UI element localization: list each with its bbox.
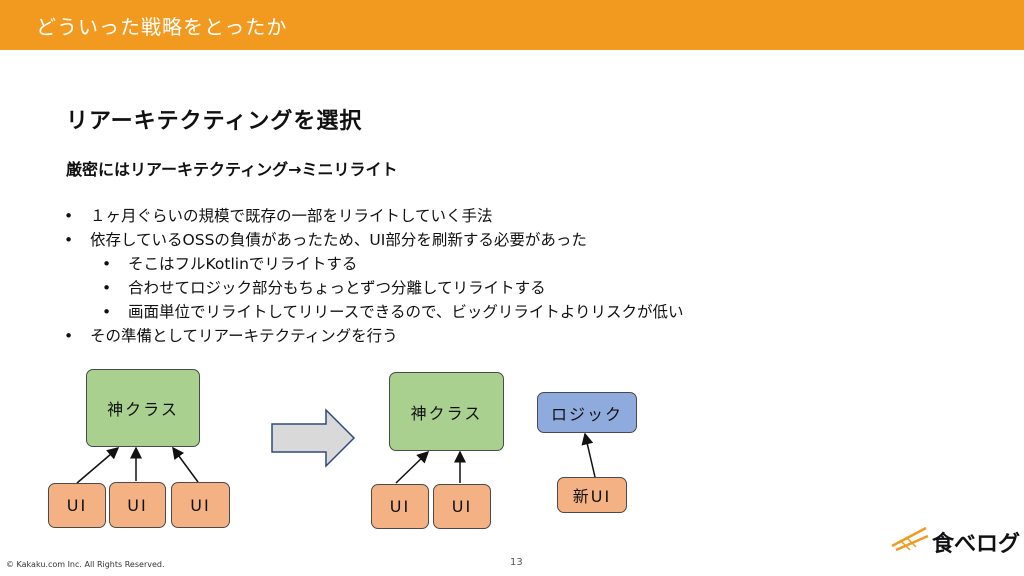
sub-bullet-item: 画面単位でリライトしてリリースできるので、ビッグリライトよりリスクが低い: [60, 300, 684, 324]
sub-bullet-item: 合わせてロジック部分もちょっとずつ分離してリライトする: [60, 276, 684, 300]
ui-box: UI: [433, 484, 491, 529]
section-heading: リアーキテクティングを選択: [66, 109, 363, 134]
transition-arrow: [271, 408, 356, 468]
dependency-arrow: [581, 432, 596, 478]
god-class-box: 神クラス: [86, 369, 200, 447]
ui-box: UI: [171, 482, 230, 528]
ui-box: UI: [109, 482, 166, 528]
bullet-list: １ヶ月ぐらいの規模で既存の一部をリライトしていく手法 依存しているOSSの負債が…: [60, 204, 684, 348]
section-subheading: 厳密にはリアーキテクティング→ミニリライト: [66, 160, 398, 179]
page-number: 13: [510, 557, 523, 568]
chopsticks-logo-icon: [891, 526, 929, 552]
new-ui-box: 新UI: [557, 477, 627, 513]
tabelog-logo: 食べログ: [932, 532, 1021, 557]
god-class-box: 神クラス: [389, 372, 504, 451]
ui-box: UI: [48, 483, 106, 528]
copyright-text: © Kakaku.com Inc. All Rights Reserved.: [6, 560, 165, 569]
ui-box: UI: [371, 484, 429, 529]
sub-bullet-item: そこはフルKotlinでリライトする: [60, 252, 684, 276]
bullet-item: その準備としてリアーキテクティングを行う: [60, 324, 684, 348]
dependency-arrow: [76, 447, 120, 484]
dependency-arrow: [395, 450, 430, 484]
header-bar: どういった戦略をとったか: [0, 0, 1024, 50]
slide-title: どういった戦略をとったか: [36, 15, 288, 39]
logic-box: ロジック: [537, 392, 637, 433]
dependency-arrow: [172, 446, 199, 483]
bullet-item: 依存しているOSSの負債があったため、UI部分を刷新する必要があった: [60, 228, 684, 252]
bullet-item: １ヶ月ぐらいの規模で既存の一部をリライトしていく手法: [60, 204, 684, 228]
